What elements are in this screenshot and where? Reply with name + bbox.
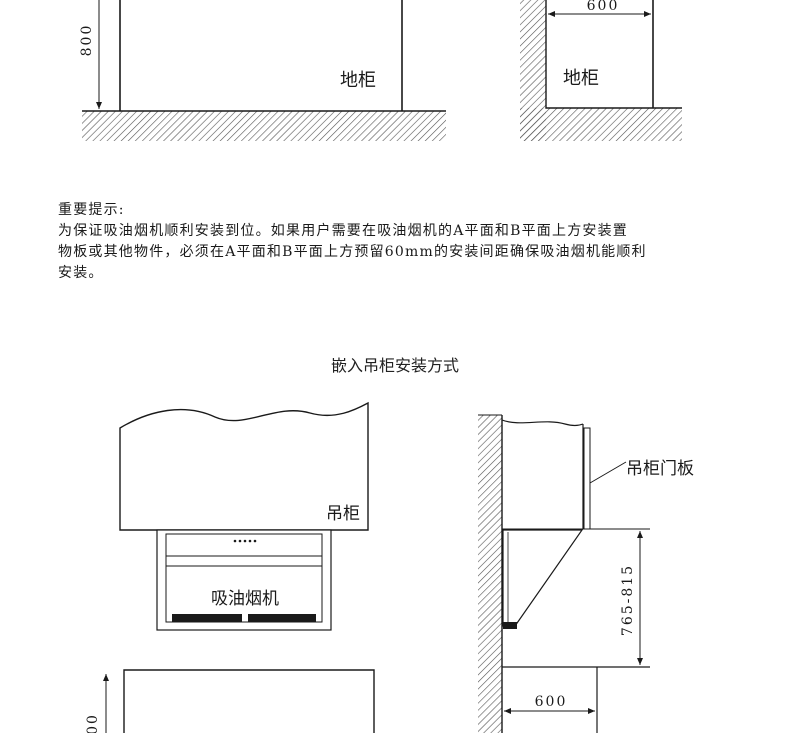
tip-line-3: 安装。	[58, 265, 104, 281]
range-hood-side-profile	[502, 529, 584, 627]
control-panel-dots	[233, 539, 257, 543]
section-title: 嵌入吊柜安装方式	[330, 356, 459, 375]
cabinet-door-panel	[583, 427, 591, 530]
height-dimension-label: 800	[79, 24, 95, 57]
height-range-label: 765-815	[620, 564, 636, 636]
side-cabinet-label: 地柜	[563, 68, 599, 89]
base-cabinet-label: 地柜	[340, 70, 376, 91]
hood-bottom-edge	[503, 622, 517, 629]
tip-line-1: 为保证吸油烟机顺利安装到位。如果用户需要在吸油烟机的A平面和B平面上方安装置	[58, 223, 628, 239]
floor-hatch-right	[520, 108, 682, 141]
wall-cabinet-label: 吊柜	[326, 504, 360, 524]
lower-height-dimension-label: 00	[85, 713, 101, 733]
tip-line-2: 物板或其他物件，必须在A平面和B平面上方预留60mm的安装间距确保吸油烟机能顺利	[58, 244, 647, 260]
bottom-left-wall-cabinet-view: 吊柜 吸油烟机 00	[85, 401, 375, 733]
top-right-base-cabinet-side-view: 600 地柜	[520, 0, 682, 141]
width-dimension-label: 600	[587, 0, 620, 14]
top-left-base-cabinet-view: 800 地柜	[79, 0, 446, 141]
door-panel-leader	[589, 461, 627, 484]
wall-hatch-bottom	[478, 415, 502, 733]
door-panel-label: 吊柜门板	[626, 459, 694, 479]
tip-heading: 重要提示:	[58, 202, 125, 218]
wall-cabinet-outline	[119, 401, 369, 531]
range-hood-body	[156, 529, 332, 631]
filter-grille-left	[172, 614, 242, 622]
range-hood-label: 吸油烟机	[211, 589, 279, 609]
important-tip: 重要提示: 为保证吸油烟机顺利安装到位。如果用户需要在吸油烟机的A平面和B平面上…	[58, 200, 748, 284]
filter-grille-right	[248, 614, 316, 622]
lower-width-dimension-label: 600	[535, 694, 568, 710]
floor-hatch	[82, 111, 446, 141]
bottom-right-side-section-view: 吊柜门板 765-815 600	[478, 414, 694, 733]
lower-cabinet-outline	[123, 669, 375, 733]
wall-cabinet-top-edge	[501, 419, 584, 427]
